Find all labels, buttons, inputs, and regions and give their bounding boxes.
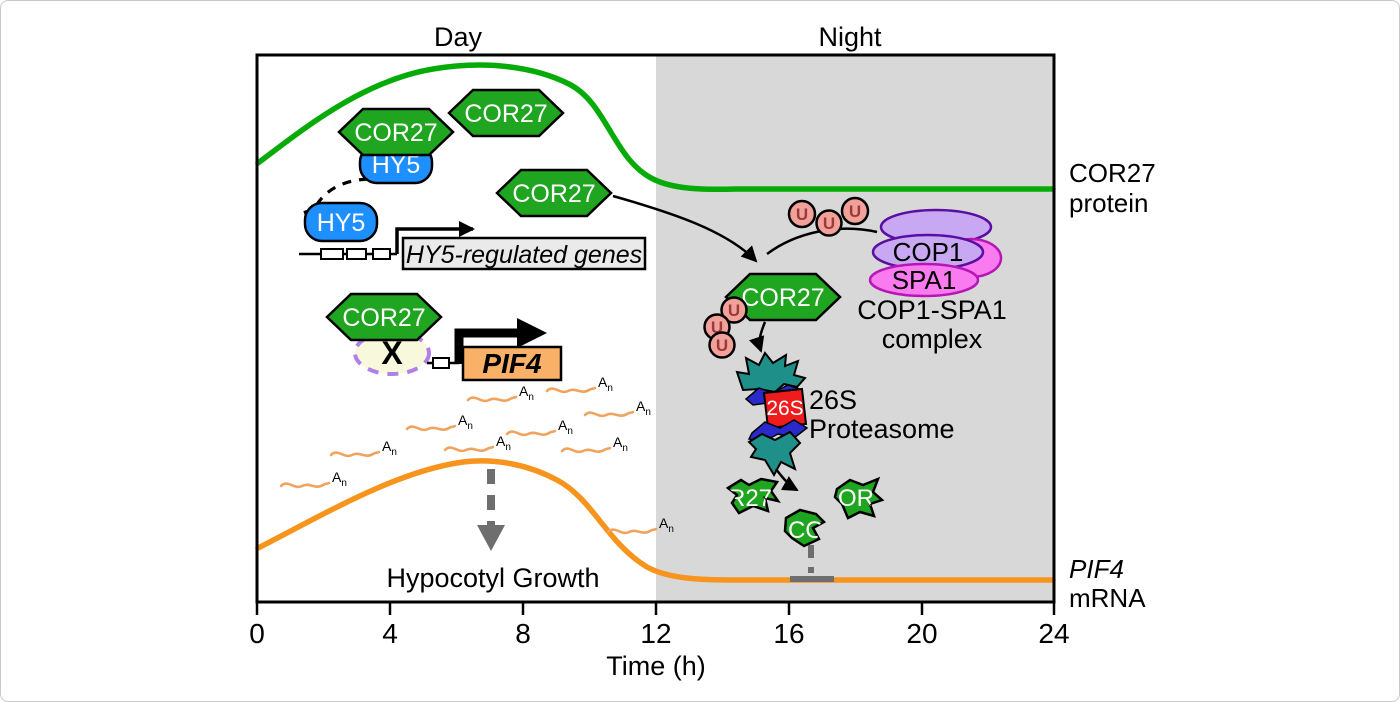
unknown-factor-ellipse [353,330,431,376]
axis-tick-label: 0 [249,618,265,649]
cop1-label: COP1 [893,237,964,267]
polya-label: An [519,383,534,403]
cis-element-box [346,248,367,260]
cor27-fragment [833,476,885,520]
polya-label: An [382,438,397,458]
pif4-mrna-curve [255,458,1056,583]
proteasome-cap-top [735,351,807,394]
day-label: Day [434,22,483,52]
cop1-spa1-complex: COP1 SPA1 COP1-SPA1 complex [857,208,1007,354]
polya-label: An [558,417,573,437]
axis-tick-label: 16 [773,618,804,649]
spa1-label: SPA1 [892,265,957,295]
time-axis: 0 4 8 12 16 20 24 Time (h) [249,602,1070,681]
pif4-gene-box [461,345,563,382]
fragment-label: OR [838,485,874,512]
mrna-squiggle [405,424,457,432]
ubiquitin-circle: U [720,296,748,324]
cor27-protein-label-line1: COR27 [1069,158,1156,188]
mrna-squiggle [443,445,495,453]
polya-label: An [496,433,511,453]
complex-label-line1: COP1-SPA1 [857,295,1007,325]
night-label: Night [818,22,882,52]
mrna-transcripts: An An An An An An An An An An [279,374,674,535]
mrna-squiggle [583,410,635,418]
pif4-transcription-arrow [454,318,547,364]
polya-label: An [458,412,473,432]
cor27-hexagon: COR27 [495,168,613,218]
ubiquitin-label: U [796,205,808,224]
cor27-fragment [725,477,781,515]
cor27-label: COR27 [741,284,824,312]
mrna-squiggle [466,395,518,403]
pif4-mrna-label: PIF4 mRNA [1069,554,1146,613]
proteasome-name-line1: 26S [809,385,857,415]
to-proteasome-arrow [748,321,767,353]
spa1-ellipse [868,262,980,298]
hypocotyl-growth-label: Hypocotyl Growth [386,563,599,593]
mrna-squiggle [329,450,381,458]
ubiquitin-label: U [849,202,861,221]
mrna-squiggle [606,527,658,535]
ubiquitin-label: U [823,214,835,233]
cor27-protein-label-line2: protein [1069,188,1149,218]
polya-label: An [659,515,674,535]
axis-tick-label: 24 [1038,618,1069,649]
cor27-hexagon: COR27 [325,292,443,342]
hy5-genes-label: HY5-regulated genes [406,241,642,269]
pif4-mrna-label-line2: mRNA [1069,583,1146,613]
ubiquitin-circle: U [815,209,843,237]
ubiquitin-circle: U [708,331,736,359]
complex-to-cor27-path [766,227,878,256]
hy5-genes-box [401,236,647,271]
cis-element-box [372,248,391,260]
axis-tick-label: 12 [640,618,671,649]
ubiquitin-circle: U [787,199,817,229]
cor27-fragment [783,508,827,548]
cis-element-box [320,248,344,260]
mrna-squiggle [505,429,557,437]
hy5-label: HY5 [317,209,366,237]
polya-label: An [332,469,347,489]
proteasome-core-box [762,387,808,430]
cor27-label: COR27 [354,119,437,147]
proteasome-name-line2: Proteasome [809,414,955,444]
proteasome: 26S 26S Proteasome [735,351,955,478]
mrna-squiggle [545,386,597,394]
axis-tick-label: 20 [906,618,937,649]
cor27-to-degradation-arrow [612,194,758,263]
ubiquitin-circle: U [840,196,870,226]
cis-element-box [432,357,450,369]
ubiquitin-label: U [716,336,728,355]
ubiquitin-label: U [728,301,740,320]
axis-tick-label: 8 [515,618,531,649]
cor27-hexagon: COR27 [337,107,455,157]
cor27-hexagon: COR27 [447,88,565,138]
polya-label: An [636,398,651,418]
cor27-fragments: R27 CO OR [725,476,885,548]
ubiquitinated-cor27-hexagon: COR27 [724,272,842,322]
cor27-protein-curve [255,62,1056,193]
cor27-label: COR27 [464,100,547,128]
mrna-squiggle [560,446,612,454]
transcription-arrow [395,221,475,254]
pif4-gene-label: PIF4 [482,348,542,379]
proteasome-cap-bottom [747,430,802,478]
axis-title: Time (h) [606,651,706,681]
proteasome-core-label: 26S [766,397,803,420]
mrna-squiggle [279,481,331,489]
cor27-protein-label: COR27 protein [1069,158,1156,218]
cor27-label: COR27 [512,180,595,208]
complex-label-line2: complex [882,324,983,354]
degradation-products-arrow [774,468,799,492]
hy5-pill: HY5 [303,201,379,243]
axis-tick-label: 4 [382,618,398,649]
unknown-factor-x: X [381,335,403,371]
cor27-label: COR27 [342,304,425,332]
pif4-mrna-label-line1: PIF4 [1069,554,1124,584]
polya-label: An [613,434,628,454]
polya-label: An [598,374,613,394]
